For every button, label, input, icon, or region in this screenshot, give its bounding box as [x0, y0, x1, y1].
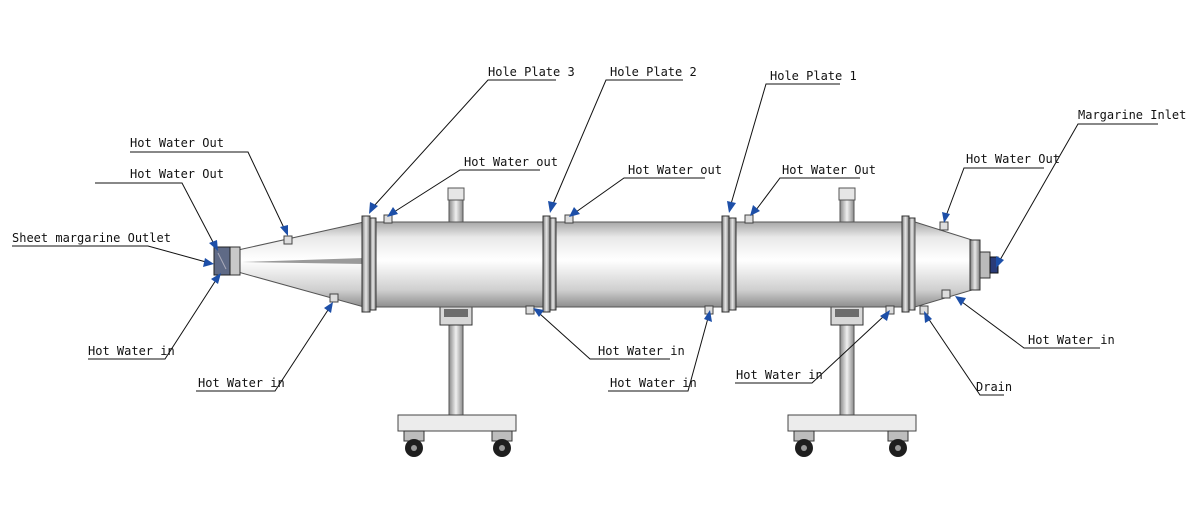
- nozzle-hwi-1: [525, 305, 535, 315]
- label-hot-water-in-s3: Hot Water in: [736, 368, 823, 382]
- label-margarine-inlet: Margarine Inlet: [1078, 108, 1186, 122]
- outlet-cone: [237, 221, 365, 308]
- tube-section-2: [553, 221, 725, 308]
- label-hot-water-out-s1: Hot Water out: [464, 155, 558, 169]
- tube-section-1: [373, 221, 551, 308]
- sheet-outlet-block: [213, 246, 241, 276]
- label-hot-water-out-top: Hot Water Out: [130, 136, 224, 150]
- label-hole-plate-3: Hole Plate 3: [488, 65, 575, 79]
- right-cone-nozzle-top: [939, 221, 949, 231]
- flange-hole-plate-2: [542, 215, 557, 313]
- label-hot-water-out-s2: Hot Water out: [628, 163, 722, 177]
- label-hot-water-in-s1: Hot Water in: [598, 344, 685, 358]
- label-hot-water-in-cone: Hot Water in: [198, 376, 285, 390]
- right-stand-base: [787, 414, 917, 432]
- leader-lines: [12, 79, 1158, 396]
- inlet-cone: [914, 221, 999, 315]
- labels: Hole Plate 3 Hole Plate 2 Hole Plate 1 M…: [12, 65, 1186, 394]
- label-hot-water-in-left: Hot Water in: [88, 344, 175, 358]
- nozzle-hwo-2: [564, 214, 574, 224]
- flange-hole-plate-1: [721, 215, 737, 313]
- left-stand-base: [397, 414, 517, 432]
- left-stand-cap: [447, 187, 465, 201]
- label-hot-water-in-s2: Hot Water in: [610, 376, 697, 390]
- label-hot-water-out-right: Hot Water Out: [966, 152, 1060, 166]
- nozzle-hwo-3: [744, 214, 754, 224]
- flange-right: [901, 215, 916, 313]
- flange-hole-plate-3: [361, 215, 377, 313]
- nozzle-hwo-1: [383, 214, 393, 224]
- label-hot-water-in-right: Hot Water in: [1028, 333, 1115, 347]
- right-cone-nozzle-bottom: [941, 289, 951, 299]
- label-sheet-margarine-outlet: Sheet margarine Outlet: [12, 231, 171, 245]
- cone-nozzle-bottom: [329, 293, 339, 303]
- tube-section-3: [735, 221, 907, 308]
- right-stand-cap: [838, 187, 856, 201]
- label-hot-water-out-s3: Hot Water Out: [782, 163, 876, 177]
- drain-nozzle: [919, 305, 929, 315]
- label-hot-water-out-2: Hot Water Out: [130, 167, 224, 181]
- label-hole-plate-2: Hole Plate 2: [610, 65, 697, 79]
- label-drain: Drain: [976, 380, 1012, 394]
- label-hole-plate-1: Hole Plate 1: [770, 69, 857, 83]
- cone-nozzle-top: [283, 235, 293, 245]
